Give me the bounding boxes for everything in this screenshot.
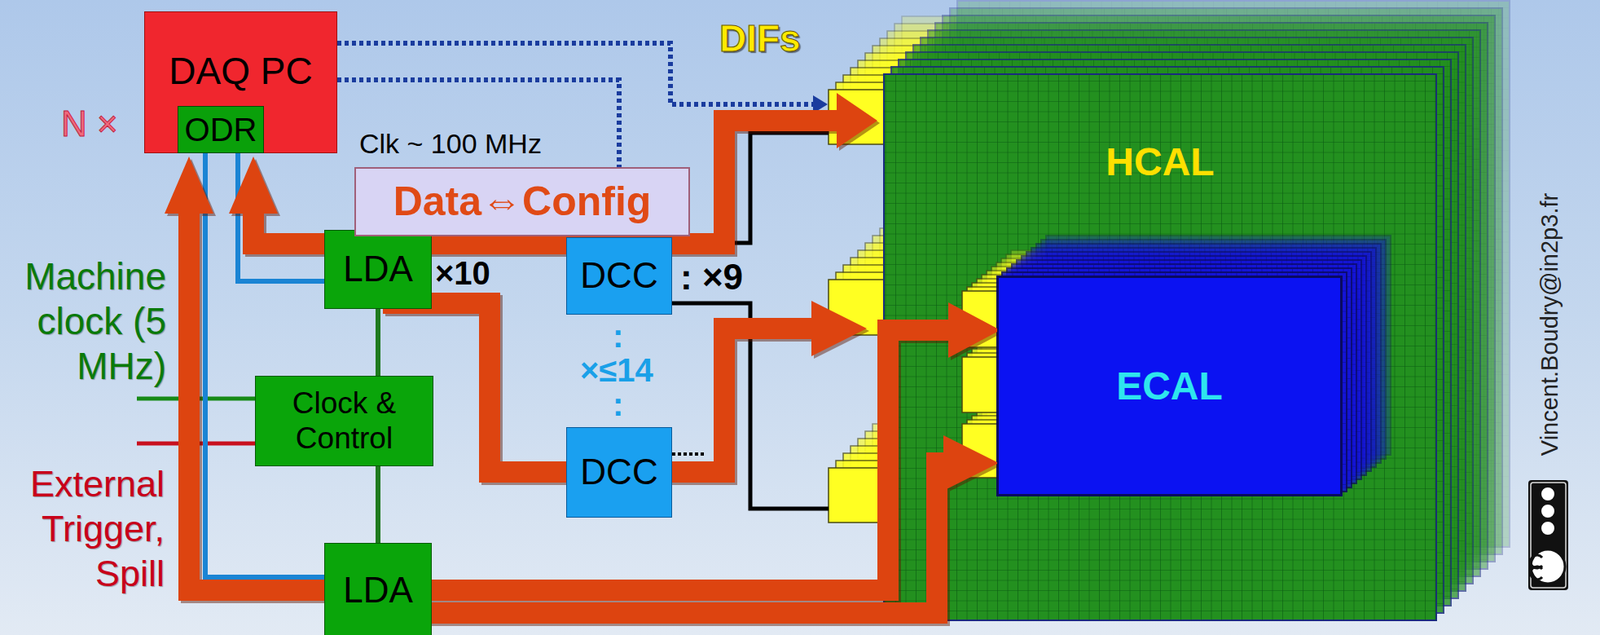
clock-input-label: Machine clock (5 MHz) bbox=[3, 254, 167, 389]
dcc-count: ×≤14 bbox=[580, 353, 654, 387]
hcal-block: HCAL ECAL bbox=[883, 74, 1437, 620]
clock-link bbox=[375, 308, 381, 376]
ellipsis-dots: : bbox=[612, 387, 624, 421]
cc-icon bbox=[1540, 520, 1556, 536]
box-title: DCC bbox=[580, 451, 658, 493]
dcc-box: DCC bbox=[566, 426, 673, 518]
multiplicity-label: N × bbox=[61, 104, 119, 144]
data-config-box: Data⇔Config bbox=[354, 167, 691, 237]
box-title: DCC bbox=[580, 254, 658, 297]
cc-icon bbox=[1540, 486, 1556, 502]
dcc-box: DCC bbox=[566, 237, 673, 315]
box-title: ODR bbox=[184, 110, 258, 149]
lda-box: LDA bbox=[324, 229, 432, 309]
dcc-multiplicity: : ×9 bbox=[680, 257, 743, 297]
config-link bbox=[337, 79, 620, 168]
lda-multiplicity: ×10 bbox=[435, 254, 491, 291]
box-title: Data⇔Config bbox=[393, 178, 652, 226]
box-title: LDA bbox=[342, 248, 414, 291]
box-title: DAQ PC bbox=[168, 49, 313, 93]
cc-logo-ground bbox=[1528, 479, 1569, 590]
box-title: LDA bbox=[342, 569, 414, 611]
detector-name: ECAL bbox=[1116, 363, 1223, 409]
cc-logo bbox=[1528, 479, 1569, 590]
dcc-dif-wire bbox=[672, 452, 706, 456]
cc-mark bbox=[1530, 554, 1543, 580]
ecal-front-layer bbox=[962, 276, 1342, 496]
dcc-dif-wire bbox=[672, 132, 829, 243]
cc-icon bbox=[1540, 503, 1556, 519]
clock-control-box: Clock & Control bbox=[254, 375, 434, 466]
box-title: Clock & Control bbox=[260, 386, 428, 456]
data-flow-arrow bbox=[164, 92, 1001, 613]
clock-link bbox=[375, 465, 381, 543]
lda-box: LDA bbox=[324, 542, 432, 635]
detector-name: HCAL bbox=[1105, 139, 1214, 185]
trigger-input-label: External Trigger, Spill bbox=[1, 461, 165, 596]
ecal-block: ECAL bbox=[997, 276, 1342, 496]
cc-icon bbox=[1530, 549, 1565, 584]
cc-logo-frame bbox=[1530, 482, 1566, 588]
daq-pc-box: DAQ PC ODR bbox=[144, 11, 338, 154]
ellipsis-dots: : bbox=[612, 319, 624, 352]
author-watermark: Vincent.Boudry@in2p3.fr bbox=[1537, 193, 1564, 456]
odr-box: ODR bbox=[177, 105, 264, 154]
hcal-front-layer bbox=[828, 74, 1437, 620]
dif-label: DIFs bbox=[719, 17, 801, 60]
clock-frequency: Clk ~ 100 MHz bbox=[359, 128, 542, 159]
ecal-layers bbox=[962, 235, 1391, 496]
